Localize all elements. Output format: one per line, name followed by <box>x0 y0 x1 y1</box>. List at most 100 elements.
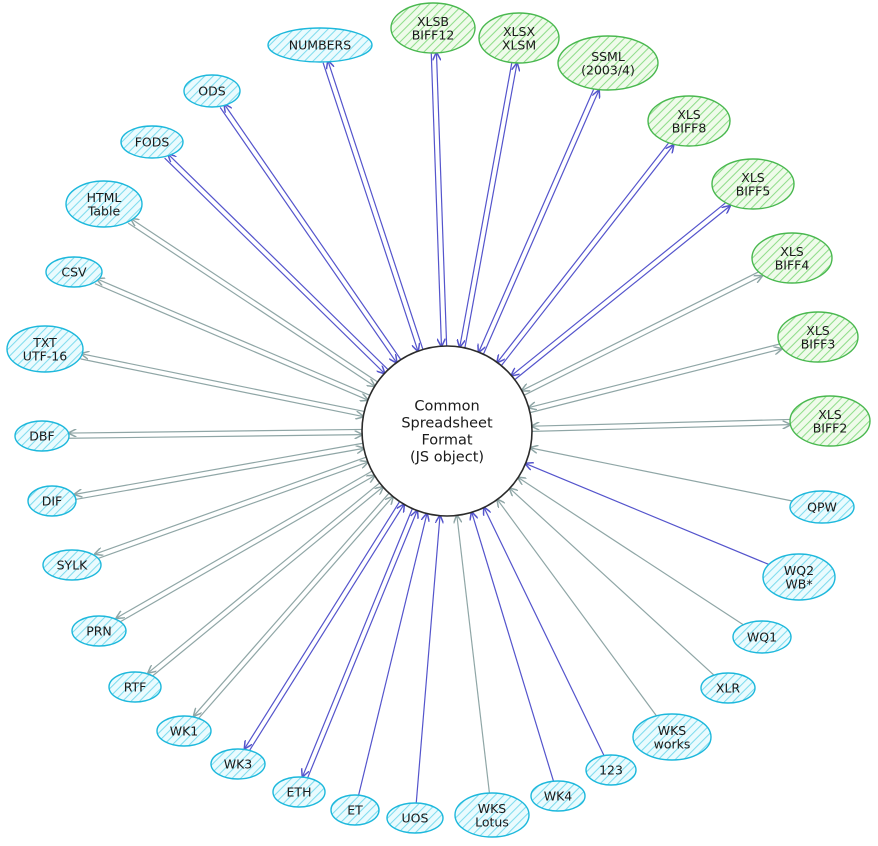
node-shape-wks-works <box>632 713 712 761</box>
node-qpw: QPW <box>789 490 855 524</box>
node-eth: ETH <box>272 776 326 808</box>
node-shape-wk4 <box>530 780 586 812</box>
edge-write-ssml <box>482 90 598 355</box>
node-shape-html-table <box>65 180 143 228</box>
node-shape-rtf <box>108 671 162 703</box>
edges <box>69 53 793 804</box>
edge-read-xlr <box>510 488 715 676</box>
edge-read-xls-biff5 <box>512 201 728 376</box>
edge-write-xlsx <box>464 63 517 348</box>
node-shape-dif <box>27 485 77 517</box>
edge-write-xls-biff8 <box>500 145 673 366</box>
edge-write-xls-biff2 <box>532 425 790 432</box>
node-uos: UOS <box>386 802 444 834</box>
edge-write-sylk <box>95 456 367 554</box>
edge-read-fods <box>164 157 385 373</box>
edge-read-qpw <box>530 448 793 502</box>
edge-write-txt-utf16 <box>82 354 365 413</box>
edge-write-numbers <box>328 61 424 350</box>
edge-read-wks-works <box>497 499 657 717</box>
edge-write-wk1 <box>194 492 390 716</box>
edge-read-wk1 <box>197 497 393 720</box>
node-shape-xls-biff5 <box>711 158 795 210</box>
edge-write-dbf <box>69 429 362 433</box>
node-shape-wks-lotus <box>454 792 530 838</box>
node-sylk: SYLK <box>42 549 102 581</box>
node-123: 123 <box>585 754 637 786</box>
edge-read-dbf <box>69 435 362 439</box>
edge-read-html-table <box>127 222 374 386</box>
node-shape-txt-utf16 <box>6 325 84 373</box>
edge-write-html-table <box>131 219 378 383</box>
edge-read-xls-biff4 <box>522 270 760 390</box>
node-shape-xls-biff8 <box>647 95 731 147</box>
node-dif: DIF <box>27 485 77 517</box>
node-shape-eth <box>272 776 326 808</box>
edge-write-xls-biff3 <box>529 349 782 414</box>
node-shape-sylk <box>42 549 102 581</box>
node-shape-et <box>330 794 380 826</box>
edge-read-xls-biff8 <box>497 141 670 362</box>
edge-read-ods <box>219 107 396 362</box>
node-shape-uos <box>386 802 444 834</box>
node-shape-dbf <box>14 420 70 452</box>
node-wq1: WQ1 <box>732 620 792 654</box>
node-shape-xls-biff2 <box>789 395 871 447</box>
edge-read-wks-lotus <box>457 515 491 794</box>
edge-write-wk3 <box>245 501 401 749</box>
node-shape-xls-biff4 <box>751 232 833 284</box>
node-dbf: DBF <box>14 420 70 452</box>
edge-read-ssml <box>479 87 595 352</box>
node-shape-ods <box>183 74 241 108</box>
edge-read-eth <box>306 511 417 779</box>
node-shape-123 <box>585 754 637 786</box>
node-csv: CSV <box>45 256 103 288</box>
node-shape-ssml <box>557 35 659 91</box>
node-shape-xlsx <box>478 12 560 64</box>
edge-write-dif <box>75 442 363 494</box>
edge-read-rtf <box>151 487 383 678</box>
node-shape-xlr <box>700 672 756 704</box>
edge-read-wq2 <box>526 464 770 566</box>
edge-read-prn <box>118 476 375 623</box>
edge-read-wq1 <box>518 478 744 626</box>
edge-read-csv <box>94 283 368 400</box>
node-shape-prn <box>71 615 127 647</box>
node-shape-xls-biff3 <box>777 311 859 363</box>
node-shape-wk3 <box>210 748 266 780</box>
edge-read-dif <box>75 448 364 501</box>
edge-write-csv <box>97 279 371 396</box>
node-shape-csv <box>45 256 103 288</box>
node-xlr: XLR <box>700 672 756 704</box>
node-shape-fods <box>120 125 184 159</box>
edge-write-fods <box>168 154 389 371</box>
edge-read-xlsx <box>460 62 513 347</box>
edge-read-txt-utf16 <box>80 358 363 417</box>
node-wk1: WK1 <box>156 715 212 747</box>
edge-write-xls-biff4 <box>523 276 762 396</box>
edge-write-rtf <box>148 482 381 673</box>
node-shape-numbers <box>267 27 373 63</box>
edge-read-et <box>358 514 427 796</box>
node-wk4: WK4 <box>530 780 586 812</box>
node-shape-wk1 <box>156 715 212 747</box>
node-ssml: SSML(2003/4) <box>557 35 659 91</box>
node-et: ET <box>330 794 380 826</box>
edge-read-123 <box>484 508 605 756</box>
node-shape-wq2 <box>762 553 836 601</box>
edge-write-xls-biff5 <box>514 206 730 381</box>
edge-read-xls-biff2 <box>532 418 790 426</box>
node-rtf: RTF <box>108 671 162 703</box>
